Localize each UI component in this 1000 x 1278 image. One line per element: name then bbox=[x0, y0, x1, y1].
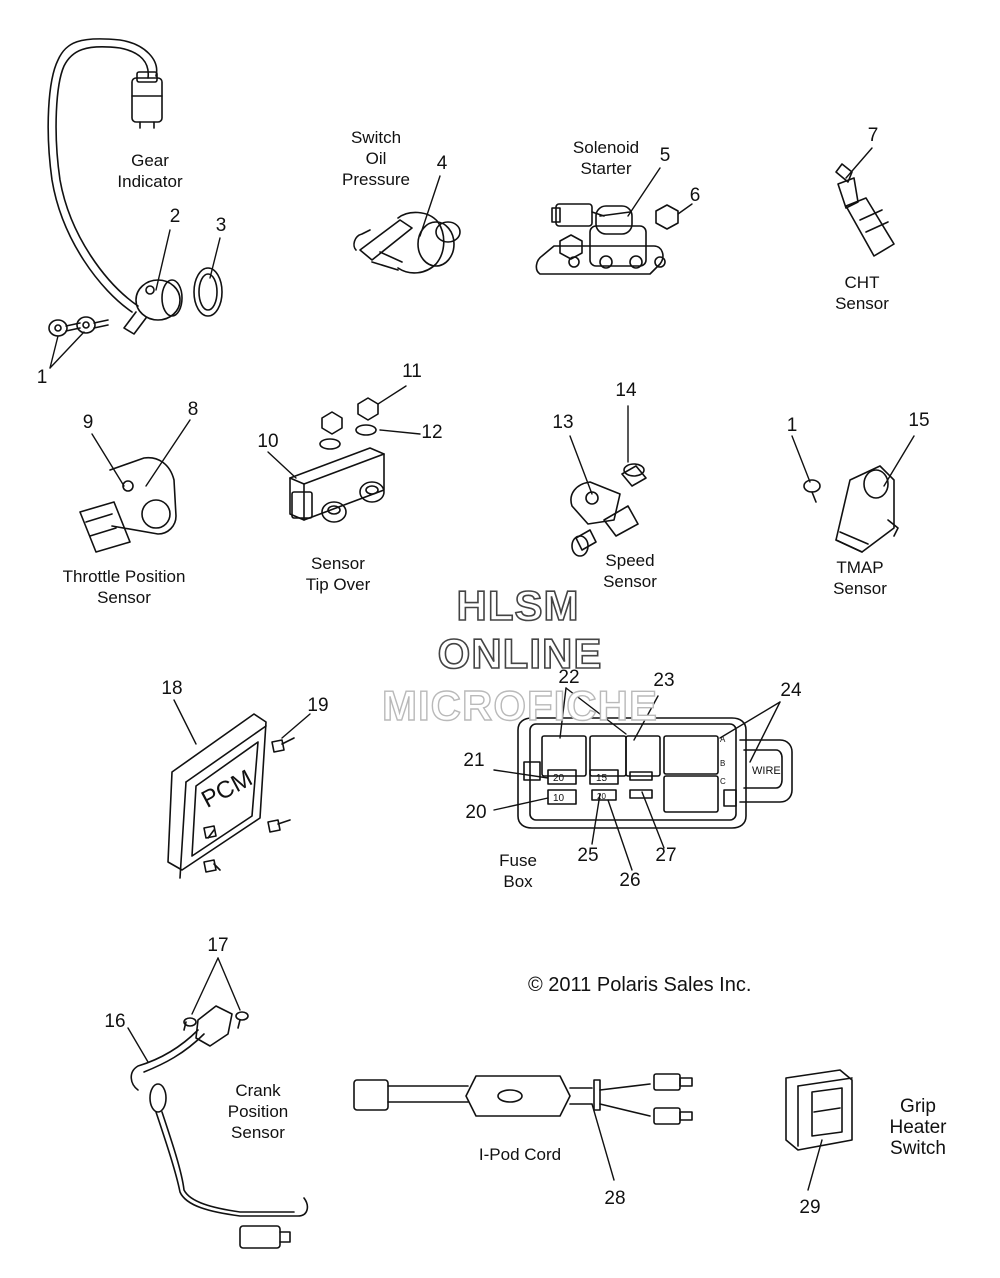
callout-9: 9 bbox=[82, 412, 94, 433]
pcm-module bbox=[167, 713, 267, 879]
callout-15: 15 bbox=[908, 410, 930, 431]
label-ipod-cord: I-Pod Cord bbox=[478, 1145, 562, 1164]
callout-13: 13 bbox=[552, 412, 574, 433]
callout-11: 11 bbox=[402, 361, 422, 382]
speed-sensor bbox=[570, 463, 647, 557]
callout-29: 29 bbox=[799, 1197, 821, 1218]
relay-letter-b: B bbox=[720, 759, 725, 768]
callout-1b: 1 bbox=[786, 415, 798, 436]
watermark-online: ONLINE bbox=[437, 629, 603, 678]
callout-8: 8 bbox=[187, 399, 199, 420]
fuse-10: 10 bbox=[553, 793, 565, 804]
tip-over-sensor bbox=[289, 397, 385, 523]
gear-indicator-harness bbox=[47, 38, 163, 313]
crank-position-sensor bbox=[130, 1005, 309, 1249]
callout-19: 19 bbox=[307, 695, 329, 716]
relay-letter-a: A bbox=[720, 735, 726, 744]
callout-17: 17 bbox=[207, 935, 229, 956]
callout-10: 10 bbox=[257, 431, 279, 452]
pcm-screws bbox=[203, 737, 295, 873]
callout-2: 2 bbox=[169, 206, 181, 227]
callout-18: 18 bbox=[161, 678, 183, 699]
callout-27: 27 bbox=[655, 845, 677, 866]
throttle-position-sensor bbox=[79, 456, 177, 553]
relay-letter-c: C bbox=[720, 777, 726, 786]
starter-solenoid bbox=[535, 203, 679, 275]
wire-tag: WIRE bbox=[752, 765, 781, 777]
cht-sensor bbox=[835, 163, 895, 257]
callout-28: 28 bbox=[604, 1188, 626, 1209]
callout-1: 1 bbox=[36, 367, 48, 388]
callout-7: 7 bbox=[867, 125, 879, 146]
callout-16: 16 bbox=[104, 1011, 126, 1032]
callout-4: 4 bbox=[436, 153, 448, 174]
callout-14: 14 bbox=[615, 380, 637, 401]
fuse-20-a: 20 bbox=[553, 773, 565, 784]
callout-3: 3 bbox=[215, 215, 227, 236]
grip-heater-switch bbox=[785, 1069, 853, 1151]
fuse-20-b: 20 bbox=[597, 792, 606, 801]
gear-indicator-switch bbox=[123, 279, 183, 335]
fuse-box bbox=[517, 717, 793, 829]
pcm-text: PCM bbox=[197, 765, 257, 814]
callout-20: 20 bbox=[465, 802, 487, 823]
callout-6: 6 bbox=[689, 185, 701, 206]
leader-lines bbox=[49, 147, 915, 1191]
callout-12: 12 bbox=[421, 422, 443, 443]
copyright: © 2011 Polaris Sales Inc. bbox=[528, 974, 752, 996]
callout-24: 24 bbox=[780, 680, 802, 701]
callout-25: 25 bbox=[577, 845, 599, 866]
callout-5: 5 bbox=[659, 145, 671, 166]
tmap-sensor bbox=[803, 465, 899, 553]
o-ring bbox=[193, 267, 223, 317]
callout-21: 21 bbox=[463, 750, 485, 771]
callout-23: 23 bbox=[653, 670, 675, 691]
ipod-cord bbox=[353, 1073, 693, 1125]
watermark-hlsm: HLSM bbox=[456, 581, 580, 630]
gear-indicator-screws bbox=[48, 316, 109, 337]
watermark-microfiche: MICROFICHE bbox=[381, 681, 658, 729]
callout-26: 26 bbox=[619, 870, 641, 891]
callout-22: 22 bbox=[558, 667, 580, 688]
fuse-15: 15 bbox=[596, 773, 608, 784]
oil-pressure-switch bbox=[353, 211, 461, 274]
